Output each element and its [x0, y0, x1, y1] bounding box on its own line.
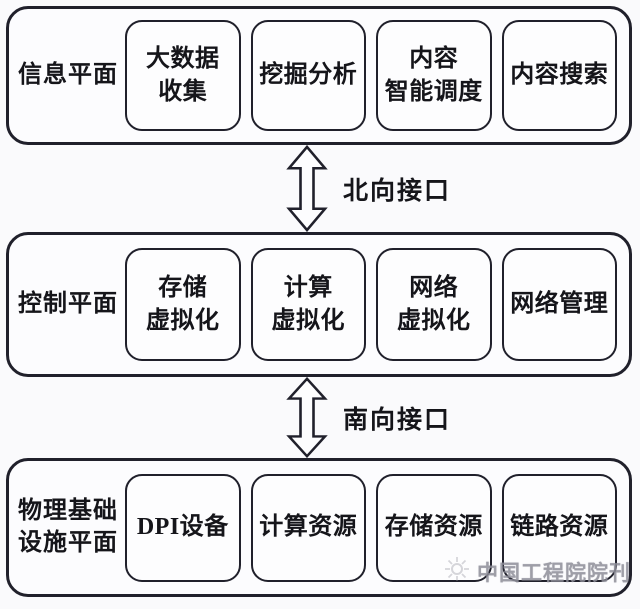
layer-boxes: DPI设备 计算资源 存储资源 链路资源: [125, 461, 617, 594]
southbound-connector: 南向接口: [0, 377, 640, 458]
module-box-content-search: 内容搜索: [501, 20, 617, 131]
module-box-storage-virtualization: 存储 虚拟化: [125, 248, 241, 361]
double-arrow-icon: [284, 145, 330, 232]
layer-control-plane: 控制平面 存储 虚拟化 计算 虚拟化 网络 虚拟化 网络管理: [6, 232, 632, 377]
module-box-compute-virtualization: 计算 虚拟化: [250, 248, 366, 361]
layer-label-control-plane: 控制平面: [18, 290, 118, 317]
layer-information-plane: 信息平面 大数据 收集 挖掘分析 内容 智能调度 内容搜索: [6, 6, 632, 145]
module-box-dpi-equipment: DPI设备: [125, 473, 241, 582]
double-arrow-icon: [284, 377, 330, 458]
layer-boxes: 大数据 收集 挖掘分析 内容 智能调度 内容搜索: [125, 9, 617, 142]
module-box-network-management: 网络管理: [501, 248, 617, 361]
module-box-big-data-collection: 大数据 收集: [125, 20, 241, 131]
southbound-interface-label: 南向接口: [343, 406, 452, 434]
layer-label-physical-infrastructure-plane: 物理基础 设施平面: [18, 498, 118, 556]
module-box-storage-resources: 存储资源: [376, 473, 492, 582]
module-box-content-smart-scheduling: 内容 智能调度: [376, 20, 492, 131]
module-box-mining-analysis: 挖掘分析: [250, 20, 366, 131]
northbound-interface-label: 北向接口: [343, 177, 452, 205]
northbound-connector: 北向接口: [0, 145, 640, 232]
module-box-compute-resources: 计算资源: [250, 473, 366, 582]
module-box-network-virtualization: 网络 虚拟化: [376, 248, 492, 361]
module-box-link-resources: 链路资源: [501, 473, 617, 582]
layer-label-information-plane: 信息平面: [18, 61, 118, 88]
layer-physical-infrastructure-plane: 物理基础 设施平面 DPI设备 计算资源 存储资源 链路资源: [6, 458, 632, 597]
layer-boxes: 存储 虚拟化 计算 虚拟化 网络 虚拟化 网络管理: [125, 235, 617, 374]
